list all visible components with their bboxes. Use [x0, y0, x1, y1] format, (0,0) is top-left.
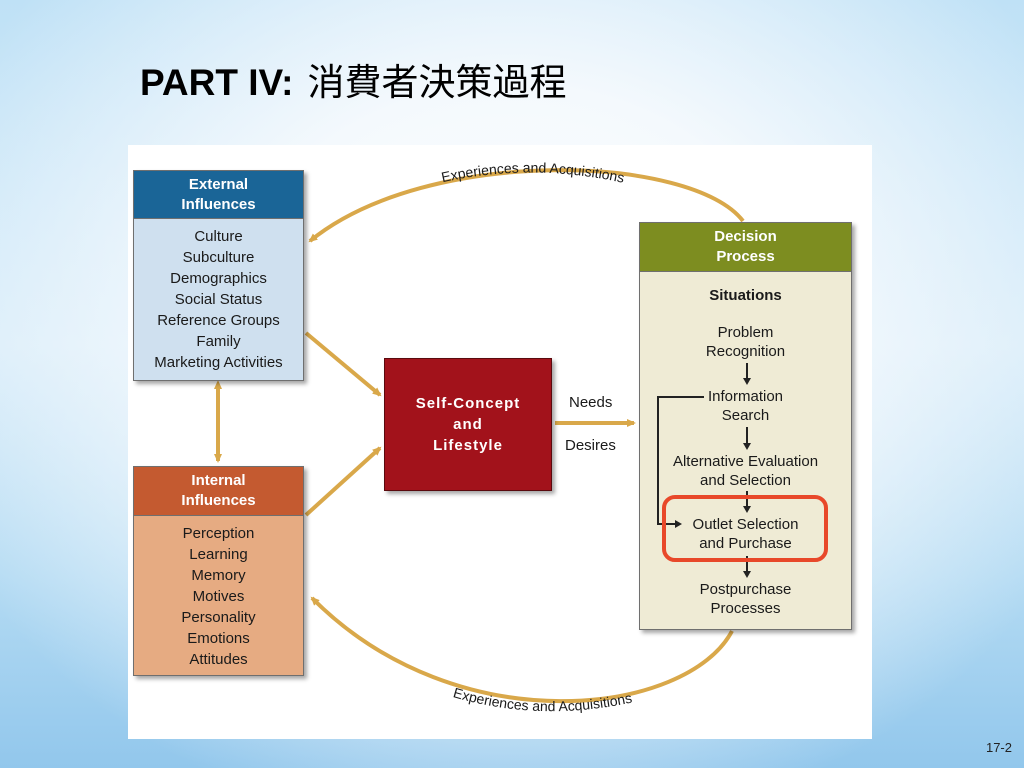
external-item: Family [196, 333, 241, 350]
arc-bottom-label: Experiences and Acquisitions [452, 684, 634, 714]
internal-item: Emotions [187, 630, 250, 647]
external-item: Reference Groups [157, 312, 280, 329]
situations-label: Situations [709, 287, 782, 304]
diagram-arrows: Experiences and Acquisitions Experiences… [214, 159, 745, 714]
step-alternative-evaluation: Alternative Evaluation and Selection [672, 453, 819, 489]
step-outlet-selection: Outlet Selection and Purchase [692, 516, 799, 552]
external-influences-box: External Influences Culture Subculture D… [133, 170, 304, 381]
needs-label: Needs [569, 394, 613, 411]
external-item: Demographics [170, 270, 267, 287]
external-influences-list: Culture Subculture Demographics Social S… [134, 219, 303, 373]
step-information-search: Information Search [707, 388, 784, 424]
arc-top-label: Experiences and Acquisitions [440, 159, 626, 185]
internal-item: Attitudes [189, 651, 248, 668]
external-influences-title: External Influences [134, 171, 303, 219]
internal-influences-list: Perception Learning Memory Motives Perso… [134, 516, 303, 670]
internal-influences-title: Internal Influences [134, 467, 303, 516]
desires-label: Desires [565, 437, 616, 454]
decision-process-box: Decision Process Situations Problem Reco… [639, 222, 852, 630]
external-item: Culture [194, 228, 243, 245]
outlet-selection-highlight [662, 495, 828, 562]
external-item: Subculture [182, 249, 255, 266]
step-problem-recognition: Problem Recognition [705, 324, 786, 360]
top-arc-arrow [308, 168, 745, 243]
title-text: 消費者決策過程 [307, 61, 567, 104]
title-part: PART IV: [140, 62, 294, 103]
internal-item: Personality [181, 609, 256, 626]
internal-item: Perception [182, 525, 255, 542]
external-item: Social Status [174, 291, 263, 308]
flow-loop-arrow [657, 396, 704, 528]
decision-process-title: Decision Process [640, 223, 851, 272]
slide-title: PART IV: 消費者決策過程 [140, 52, 567, 106]
self-concept-box: Self-Concept and Lifestyle [384, 358, 552, 491]
internal-to-self-arrow [304, 446, 382, 517]
external-item: Marketing Activities [154, 354, 283, 371]
decision-flow-arrows [657, 363, 751, 578]
decision-process-body: Situations Problem Recognition Informati… [640, 272, 851, 629]
consumer-decision-diagram: Experiences and Acquisitions Experiences… [128, 145, 872, 739]
internal-influences-box: Internal Influences Perception Learning … [133, 466, 304, 676]
step-postpurchase: Postpurchase Processes [699, 581, 792, 617]
internal-item: Learning [189, 546, 248, 563]
internal-item: Memory [191, 567, 246, 584]
external-to-self-arrow [304, 331, 382, 397]
bottom-arc-arrow [310, 596, 734, 704]
internal-item: Motives [192, 588, 245, 605]
page-number: 17-2 [985, 740, 1012, 755]
